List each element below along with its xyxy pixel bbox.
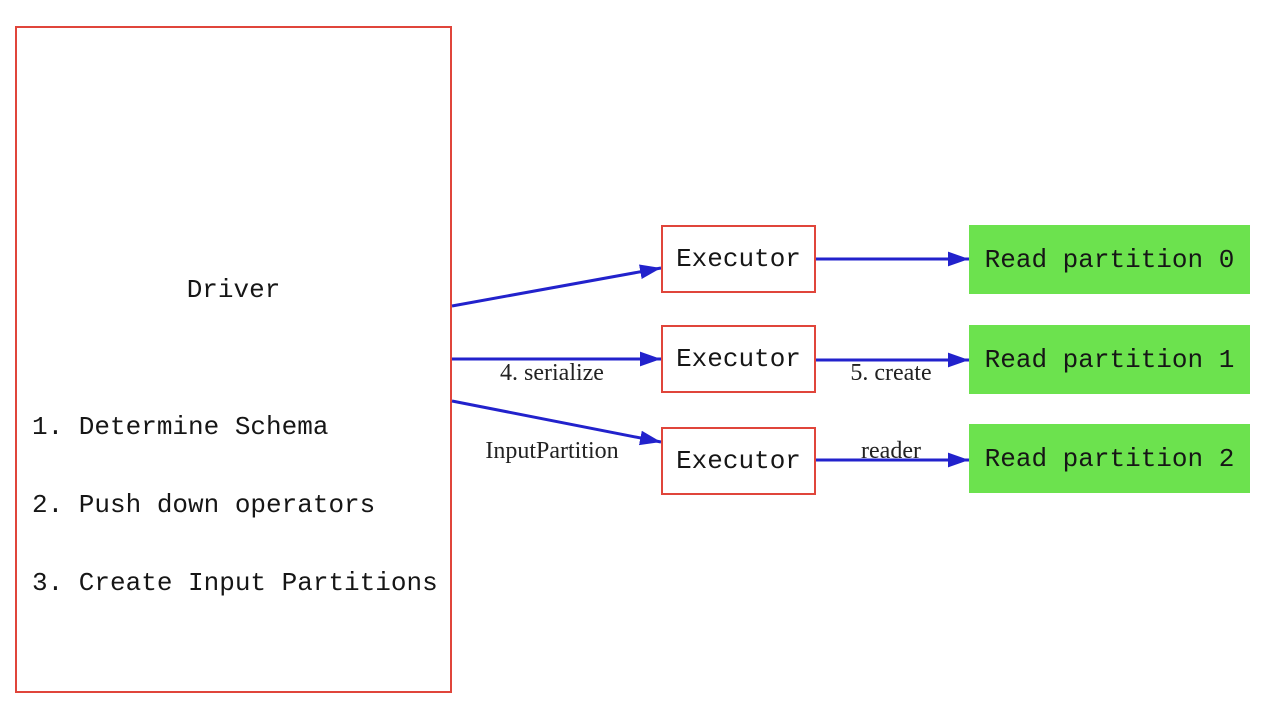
create-reader-label-line1: 5. create [850,360,932,386]
serialize-label-line2: InputPartition [485,438,619,464]
driver-step-1: 1. Determine Schema [32,412,329,442]
read-partition-label-2: Read partition 2 [984,443,1235,474]
serialize-inputpartition-label: 4. serialize InputPartition [452,308,652,516]
executor-label-2: Executor [676,446,801,476]
driver-title: Driver [186,275,281,305]
executor-label-1: Executor [676,344,801,374]
create-reader-label-line2: reader [861,438,921,464]
driver-step-2: 2. Push down operators [32,490,376,520]
read-partition-box-1: Read partition 1 [969,325,1250,394]
serialize-label-line1: 4. serialize [500,360,604,386]
read-partition-box-0: Read partition 0 [969,225,1250,294]
driver-steps: 1. Determine Schema 2. Push down operato… [32,362,438,648]
read-partition-label-1: Read partition 1 [984,344,1235,375]
executor-box-0: Executor [661,225,816,293]
create-reader-label: 5. create reader [811,308,971,516]
arrow-driver-to-executor-0 [451,264,662,308]
driver-box [15,26,452,693]
executor-label-0: Executor [676,244,801,274]
driver-step-3: 3. Create Input Partitions [32,568,438,598]
executor-box-1: Executor [661,325,816,393]
executor-box-2: Executor [661,427,816,495]
read-partition-box-2: Read partition 2 [969,424,1250,493]
read-partition-label-0: Read partition 0 [984,244,1235,275]
